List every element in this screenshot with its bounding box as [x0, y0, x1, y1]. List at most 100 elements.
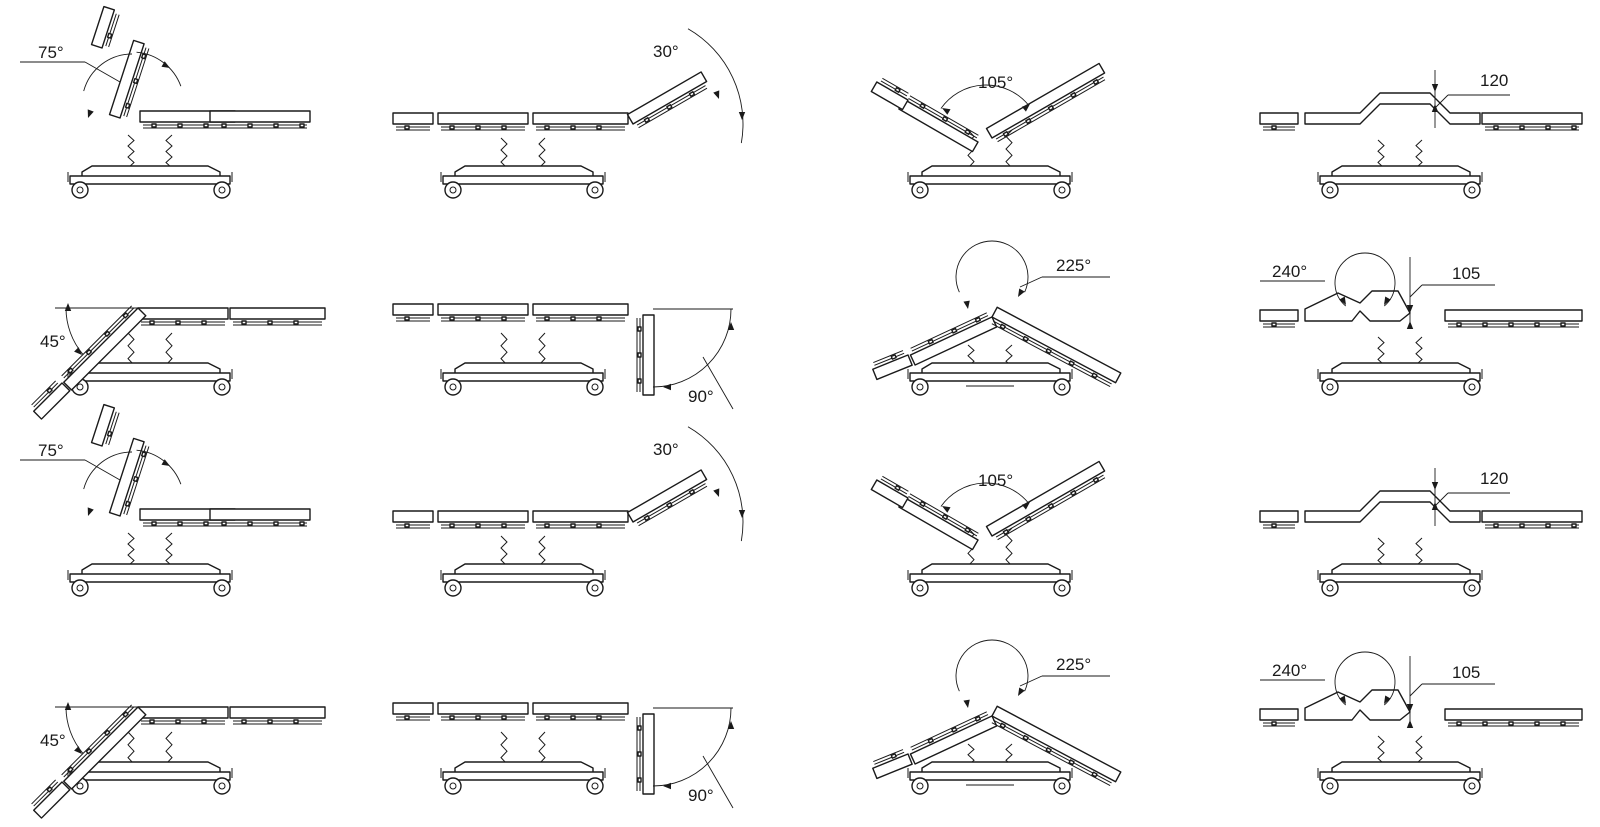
angle-arc	[136, 51, 182, 87]
wheel	[1463, 777, 1481, 795]
base-plate	[442, 175, 604, 185]
head-section	[90, 403, 120, 447]
table-base	[1317, 139, 1483, 199]
head-section	[1259, 309, 1299, 328]
leg-section-pad	[209, 110, 311, 123]
head-section	[1259, 112, 1299, 131]
arrow-head	[727, 322, 735, 330]
wheel	[911, 181, 929, 199]
leg-section-pad	[642, 314, 655, 396]
angle-label: 240°	[1272, 262, 1307, 281]
table-position-back-lower: 45°	[31, 702, 326, 819]
leg-section-pad	[229, 706, 326, 719]
seat-section	[532, 510, 629, 529]
back-section	[898, 493, 979, 551]
angle-arc	[652, 308, 732, 388]
dimension-label: 105	[1452, 663, 1480, 682]
angle-label: 225°	[1056, 655, 1091, 674]
arrow-head	[713, 488, 720, 497]
angle-arc	[940, 84, 1029, 109]
wheel	[911, 378, 929, 396]
table-position-back-raise: 75°	[20, 403, 311, 597]
seat-section	[137, 307, 229, 326]
head-section-pad	[1259, 708, 1299, 721]
table-position-flex: 105°	[870, 460, 1106, 597]
base-plate	[909, 573, 1071, 583]
leg-section-pad	[229, 307, 326, 320]
table-position-leg-raise: 30°	[392, 426, 746, 597]
leg-section	[991, 306, 1122, 388]
head-section	[1259, 708, 1299, 727]
back-section	[437, 702, 529, 721]
table-position-bridge-flex: 240°105	[1259, 651, 1583, 795]
angle-arc	[83, 53, 133, 92]
angle-label: 225°	[1056, 256, 1091, 275]
leg-section	[626, 469, 708, 527]
wheel	[1463, 181, 1481, 199]
table-base	[907, 743, 1073, 795]
table-position-flex: 105°	[870, 62, 1106, 199]
head-section-pad	[870, 81, 909, 111]
head-section	[872, 749, 913, 780]
leg-section	[229, 307, 326, 326]
table-base	[67, 134, 233, 199]
leg-section	[229, 706, 326, 725]
arrow-head	[1384, 296, 1391, 305]
wheel	[444, 378, 462, 396]
wheel	[444, 579, 462, 597]
arrow-head	[1018, 288, 1025, 297]
leg-section-pad	[1444, 309, 1583, 322]
arrow-head	[87, 507, 94, 516]
arrow-head	[1431, 84, 1439, 92]
head-section	[90, 5, 120, 49]
arrow-head	[1406, 720, 1414, 728]
wheel	[586, 181, 604, 199]
head-section-pad	[392, 702, 434, 715]
head-section-pad	[1259, 309, 1299, 322]
table-base	[1317, 537, 1483, 597]
wheel	[911, 777, 929, 795]
back-section-pad	[898, 98, 979, 153]
angle-label: 30°	[653, 42, 679, 61]
bellows	[500, 137, 546, 169]
table-base	[440, 535, 606, 597]
leg-section-pad	[991, 306, 1122, 384]
wheel	[213, 378, 231, 396]
back-section-pad	[909, 316, 998, 366]
wheel	[1321, 378, 1339, 396]
base-plate	[1319, 175, 1481, 185]
arrow-head	[87, 109, 94, 118]
head-section-pad	[870, 479, 909, 509]
head-section-pad	[392, 303, 434, 316]
table-position-reflex: 225°	[872, 639, 1122, 795]
base-plate	[909, 372, 1071, 382]
bellows	[127, 134, 173, 169]
leg-section	[626, 71, 708, 129]
leg-section	[985, 460, 1106, 541]
leg-section	[991, 705, 1122, 787]
base-plate	[442, 573, 604, 583]
base-plate	[69, 771, 231, 781]
head-section	[392, 510, 434, 529]
wheel	[213, 579, 231, 597]
seat-section-pad	[532, 702, 629, 715]
leg-section	[636, 314, 655, 396]
head-section-pad	[90, 5, 116, 49]
head-section	[31, 380, 71, 420]
seat-section-pad	[137, 307, 229, 320]
table-position-kidney-bridge: 120	[1259, 70, 1583, 199]
leg-section	[209, 508, 311, 527]
back-section-pad	[437, 702, 529, 715]
arrow-head	[1339, 296, 1346, 305]
wheel	[586, 777, 604, 795]
dimension-label: 120	[1480, 469, 1508, 488]
back-section-pad	[108, 39, 145, 119]
wheel	[1053, 777, 1071, 795]
head-section	[392, 303, 434, 322]
back-section	[437, 112, 529, 131]
leg-section	[1444, 309, 1583, 328]
arrow-head	[74, 347, 82, 355]
bellows	[127, 731, 173, 765]
bridge-flex-section	[1304, 290, 1411, 322]
